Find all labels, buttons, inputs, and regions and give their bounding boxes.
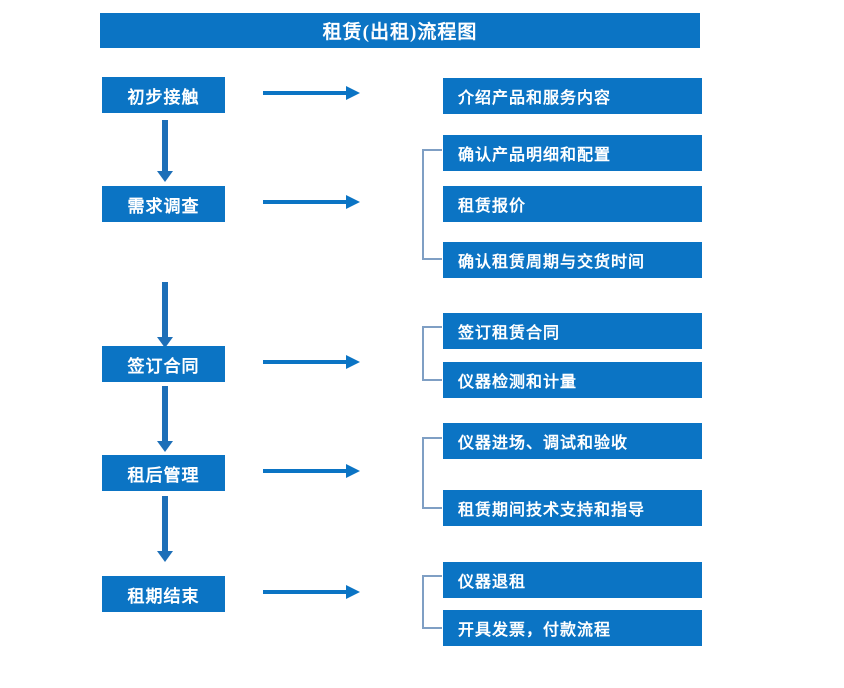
- detail-box-4-1[interactable]: 仪器进场、调试和验收: [443, 423, 702, 459]
- flow-arrow-right-1: [263, 86, 360, 100]
- stage-box-4[interactable]: 租后管理: [102, 455, 225, 491]
- group-bracket-5: [422, 575, 442, 629]
- arrow-head-icon: [346, 585, 360, 599]
- flow-arrow-right-5: [263, 585, 360, 599]
- arrow-head-icon: [346, 464, 360, 478]
- arrow-shaft: [162, 386, 168, 441]
- flow-arrow-down-2: [157, 282, 173, 348]
- detail-box-2-3[interactable]: 确认租赁周期与交货时间: [443, 242, 702, 278]
- diagram-title: 租赁(出租)流程图: [100, 13, 700, 48]
- detail-box-5-1[interactable]: 仪器退租: [443, 562, 702, 598]
- arrow-head-icon: [157, 441, 173, 452]
- arrow-shaft: [162, 282, 168, 337]
- group-bracket-2: [422, 149, 442, 260]
- stage-box-5[interactable]: 租期结束: [102, 576, 225, 612]
- flow-arrow-down-4: [157, 496, 173, 562]
- detail-box-3-1[interactable]: 签订租赁合同: [443, 313, 702, 349]
- arrow-head-icon: [346, 355, 360, 369]
- detail-box-1-1[interactable]: 介绍产品和服务内容: [443, 78, 702, 114]
- arrow-shaft: [263, 469, 347, 473]
- arrow-shaft: [162, 120, 168, 171]
- detail-box-2-2[interactable]: 租赁报价: [443, 186, 702, 222]
- flow-arrow-right-4: [263, 464, 360, 478]
- flow-arrow-down-3: [157, 386, 173, 452]
- arrow-shaft: [162, 496, 168, 551]
- arrow-shaft: [263, 91, 347, 95]
- stage-box-3[interactable]: 签订合同: [102, 346, 225, 382]
- stage-box-2[interactable]: 需求调查: [102, 186, 225, 222]
- detail-box-5-2[interactable]: 开具发票，付款流程: [443, 610, 702, 646]
- arrow-head-icon: [346, 86, 360, 100]
- detail-box-4-2[interactable]: 租赁期间技术支持和指导: [443, 490, 702, 526]
- arrow-shaft: [263, 590, 347, 594]
- flow-arrow-right-2: [263, 195, 360, 209]
- arrow-shaft: [263, 200, 347, 204]
- group-bracket-3: [422, 326, 442, 381]
- flow-arrow-down-1: [157, 120, 173, 182]
- arrow-shaft: [263, 360, 347, 364]
- arrow-head-icon: [157, 551, 173, 562]
- stage-box-1[interactable]: 初步接触: [102, 77, 225, 113]
- detail-box-3-2[interactable]: 仪器检测和计量: [443, 362, 702, 398]
- flow-arrow-right-3: [263, 355, 360, 369]
- detail-box-2-1[interactable]: 确认产品明细和配置: [443, 135, 702, 171]
- arrow-head-icon: [346, 195, 360, 209]
- arrow-head-icon: [157, 171, 173, 182]
- group-bracket-4: [422, 437, 442, 509]
- arrow-head-icon: [157, 337, 173, 348]
